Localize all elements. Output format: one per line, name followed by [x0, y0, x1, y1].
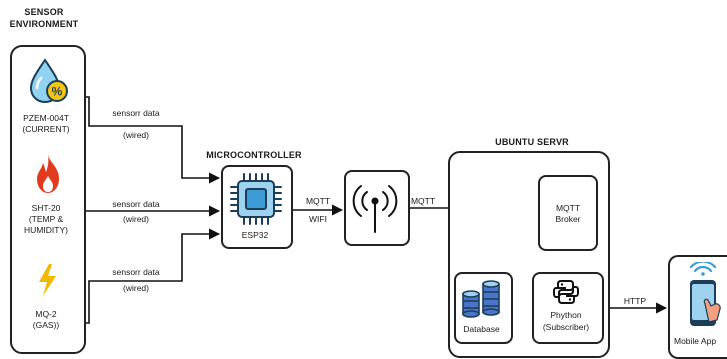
sensor-2-sub: (TEMP & HUMIDITY): [24, 214, 68, 235]
broker-name: MQTT: [555, 203, 581, 213]
link-1-sub: (wired): [123, 130, 149, 140]
router-box: [344, 170, 410, 246]
link-1-label: sensorr data: [112, 108, 160, 118]
broker-sub: Broker: [555, 214, 581, 224]
database-icon: [462, 280, 500, 318]
mqtt-wifi-protocol: MQTT: [305, 196, 331, 206]
wire-sensor-3: [84, 228, 221, 324]
mqtt-broker-box: [538, 175, 598, 251]
chip-icon: [230, 173, 282, 225]
water-current-icon: %: [29, 58, 68, 104]
http-label: HTTP: [623, 296, 647, 306]
sensor-3-name: MQ-2: [35, 309, 57, 319]
python-name: Phython: [550, 310, 582, 320]
microcontroller-title: MICROCONTROLLER: [206, 150, 302, 160]
python-sub: (Subscriber): [542, 322, 590, 332]
mqtt-link-label: MQTT: [410, 196, 436, 206]
mqtt-wifi-medium: WIFI: [309, 214, 327, 224]
wire-sensor-1: [84, 96, 221, 184]
esp32-label: ESP32: [241, 230, 269, 240]
sensor-1-name: PZEM-004T: [23, 113, 69, 123]
sensor-2-name: SHT-20: [31, 203, 61, 213]
link-3-label: sensorr data: [112, 267, 160, 277]
link-3-sub: (wired): [123, 283, 149, 293]
python-box: [532, 272, 604, 344]
flame-icon: [37, 155, 59, 193]
python-icon: [553, 280, 579, 304]
sensor-3-sub: (GAS)): [32, 320, 60, 330]
antenna-icon: [352, 185, 398, 233]
link-2-label: sensorr data: [112, 199, 160, 209]
database-label: Database: [463, 324, 500, 334]
mobile-app-label: Mobile App: [674, 336, 717, 346]
link-2-sub: (wired): [123, 214, 149, 224]
svg-text:%: %: [52, 85, 63, 99]
lightning-icon: [39, 264, 56, 296]
sensor-1-sub: (CURRENT): [22, 124, 70, 134]
phone-icon: [689, 262, 721, 326]
server-title: UBUNTU SERVR: [495, 137, 569, 147]
sensor-env-title: SENSOR ENVIRONMENT: [9, 7, 79, 29]
